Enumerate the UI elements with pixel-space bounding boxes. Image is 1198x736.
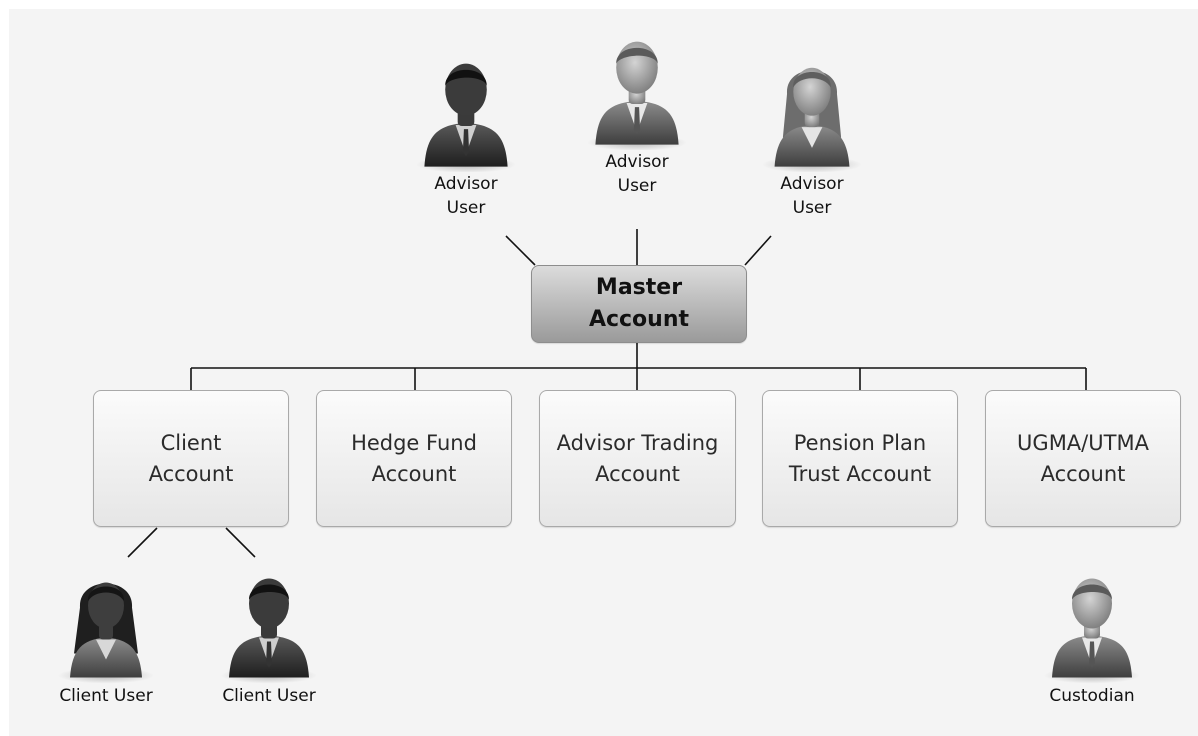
- client-user-1: Client User: [46, 566, 166, 708]
- advisor-trading-account-box: Advisor Trading Account: [539, 390, 736, 527]
- account-label: Pension Plan Trust Account: [788, 430, 932, 486]
- pension-plan-trust-account-box: Pension Plan Trust Account: [762, 390, 958, 527]
- custodian-label: Custodian: [1049, 686, 1135, 706]
- male-user-icon: [219, 566, 319, 684]
- advisor-user-label: Advisor User: [780, 174, 844, 218]
- account-label: Advisor Trading Account: [556, 430, 719, 486]
- account-label: Client Account: [148, 430, 234, 486]
- advisor-user-1: Advisor User: [406, 52, 526, 220]
- male-user-icon: [1042, 566, 1142, 684]
- master-account-label: Master Account: [588, 275, 690, 332]
- account-label: Hedge Fund Account: [351, 430, 477, 486]
- advisor-user-label: Advisor User: [434, 174, 498, 218]
- master-account-box: Master Account: [531, 265, 747, 343]
- advisor-user-3: Advisor User: [752, 52, 872, 220]
- advisor-user-label: Advisor User: [605, 152, 669, 196]
- female-user-icon: [56, 566, 156, 684]
- client-user-label: Client User: [222, 686, 316, 706]
- client-user-label: Client User: [59, 686, 153, 706]
- custodian-user: Custodian: [1032, 566, 1152, 708]
- ugma-utma-account-box: UGMA/UTMA Account: [985, 390, 1181, 527]
- female-user-icon: [760, 52, 864, 172]
- client-user-2: Client User: [209, 566, 329, 708]
- hedge-fund-account-box: Hedge Fund Account: [316, 390, 512, 527]
- advisor-user-2: Advisor User: [577, 30, 697, 198]
- male-user-icon: [585, 30, 689, 150]
- client-account-box: Client Account: [93, 390, 289, 527]
- male-user-icon: [414, 52, 518, 172]
- account-label: UGMA/UTMA Account: [1017, 430, 1149, 486]
